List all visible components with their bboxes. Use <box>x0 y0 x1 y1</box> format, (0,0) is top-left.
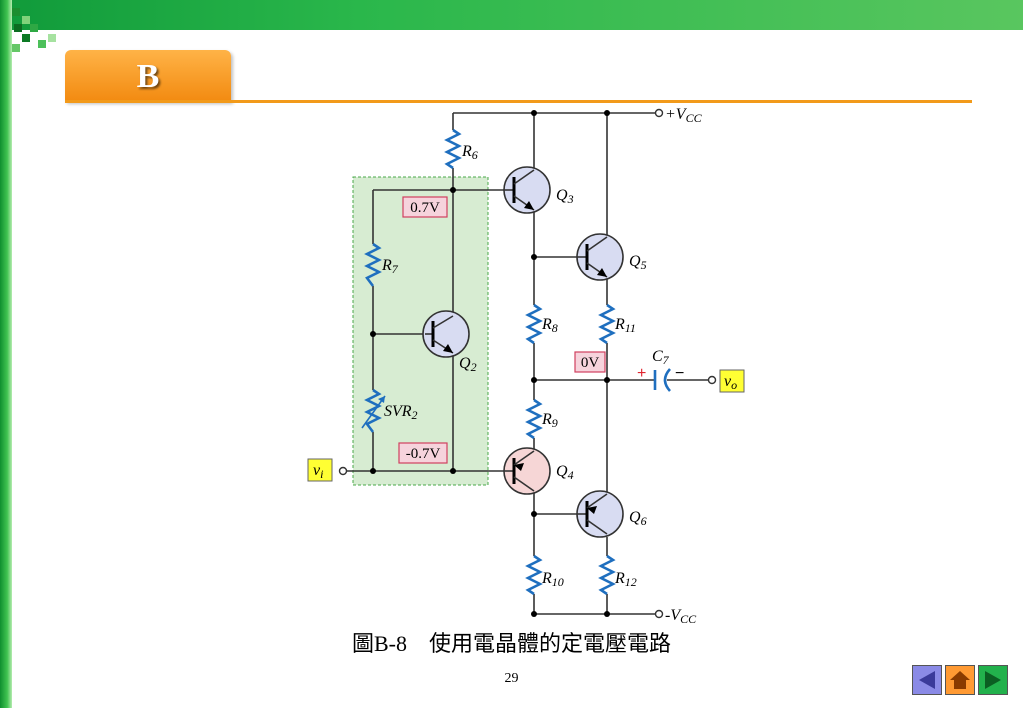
arrow-left-icon <box>919 671 935 689</box>
svg-text:vi: vi <box>313 462 323 481</box>
resistor-r6 <box>444 128 462 170</box>
resistor-r12 <box>598 554 616 596</box>
c7-label: C7 <box>652 348 670 367</box>
transistor-q6 <box>576 490 624 538</box>
section-tab: B <box>65 50 231 102</box>
svg-text:vo: vo <box>724 373 737 392</box>
r7-label: R7 <box>381 257 399 276</box>
svr2-label: SVR2 <box>384 403 418 422</box>
r8-label: R8 <box>541 316 558 335</box>
q4-label: Q4 <box>556 463 574 482</box>
home-button[interactable] <box>945 665 975 695</box>
resistor-r9 <box>525 398 543 440</box>
wires <box>346 112 708 615</box>
svg-text:-0.7V: -0.7V <box>406 446 441 462</box>
vcc-positive-label: +VCC <box>665 106 703 125</box>
r12-label: R12 <box>614 570 637 589</box>
q3-label: Q3 <box>556 187 574 206</box>
header-rule <box>65 100 972 103</box>
svg-text:0V: 0V <box>581 355 600 371</box>
top-banner <box>0 0 1023 30</box>
q2-label: Q2 <box>459 355 477 374</box>
transistor-q3 <box>503 166 551 214</box>
input-tag-vi: vi <box>307 458 333 482</box>
transistor-q4 <box>503 447 551 495</box>
r10-label: R10 <box>541 570 564 589</box>
q5-label: Q5 <box>629 253 647 272</box>
terminals <box>338 108 717 619</box>
resistor-r7 <box>364 242 382 287</box>
section-letter: B <box>136 58 160 95</box>
page-number: 29 <box>504 671 519 686</box>
arrow-right-icon <box>985 671 1001 689</box>
voltage-tag-0v7: 0.7V <box>402 196 448 218</box>
resistor-r10 <box>525 554 543 596</box>
transistor-q2 <box>422 310 470 358</box>
figure-caption: 圖B-8 使用電晶體的定電壓電路 <box>351 631 671 656</box>
c7-minus-sign: − <box>675 365 684 382</box>
capacitor-c7 <box>653 368 671 392</box>
vcc-negative-label: -VCC <box>665 607 697 626</box>
svg-text:0.7V: 0.7V <box>410 200 440 216</box>
transistor-q5 <box>576 233 624 281</box>
voltage-tag-neg-0v7: -0.7V <box>398 442 448 464</box>
resistor-svr2 <box>364 388 382 433</box>
home-icon <box>950 671 970 689</box>
svr2-adjust-arrow <box>361 395 386 429</box>
q6-label: Q6 <box>629 509 647 528</box>
resistor-r8 <box>525 303 543 345</box>
c7-plus-sign: + <box>637 365 646 382</box>
output-tag-vo: vo <box>719 369 745 393</box>
prev-slide-button[interactable] <box>912 665 942 695</box>
left-banner <box>0 0 12 708</box>
r11-label: R11 <box>614 316 636 335</box>
r9-label: R9 <box>541 411 558 430</box>
voltage-tag-0v: 0V <box>574 351 606 373</box>
resistors <box>364 128 616 596</box>
junction-dots <box>370 110 610 617</box>
next-slide-button[interactable] <box>978 665 1008 695</box>
resistor-r11 <box>598 303 616 345</box>
r6-label: R6 <box>461 143 478 162</box>
